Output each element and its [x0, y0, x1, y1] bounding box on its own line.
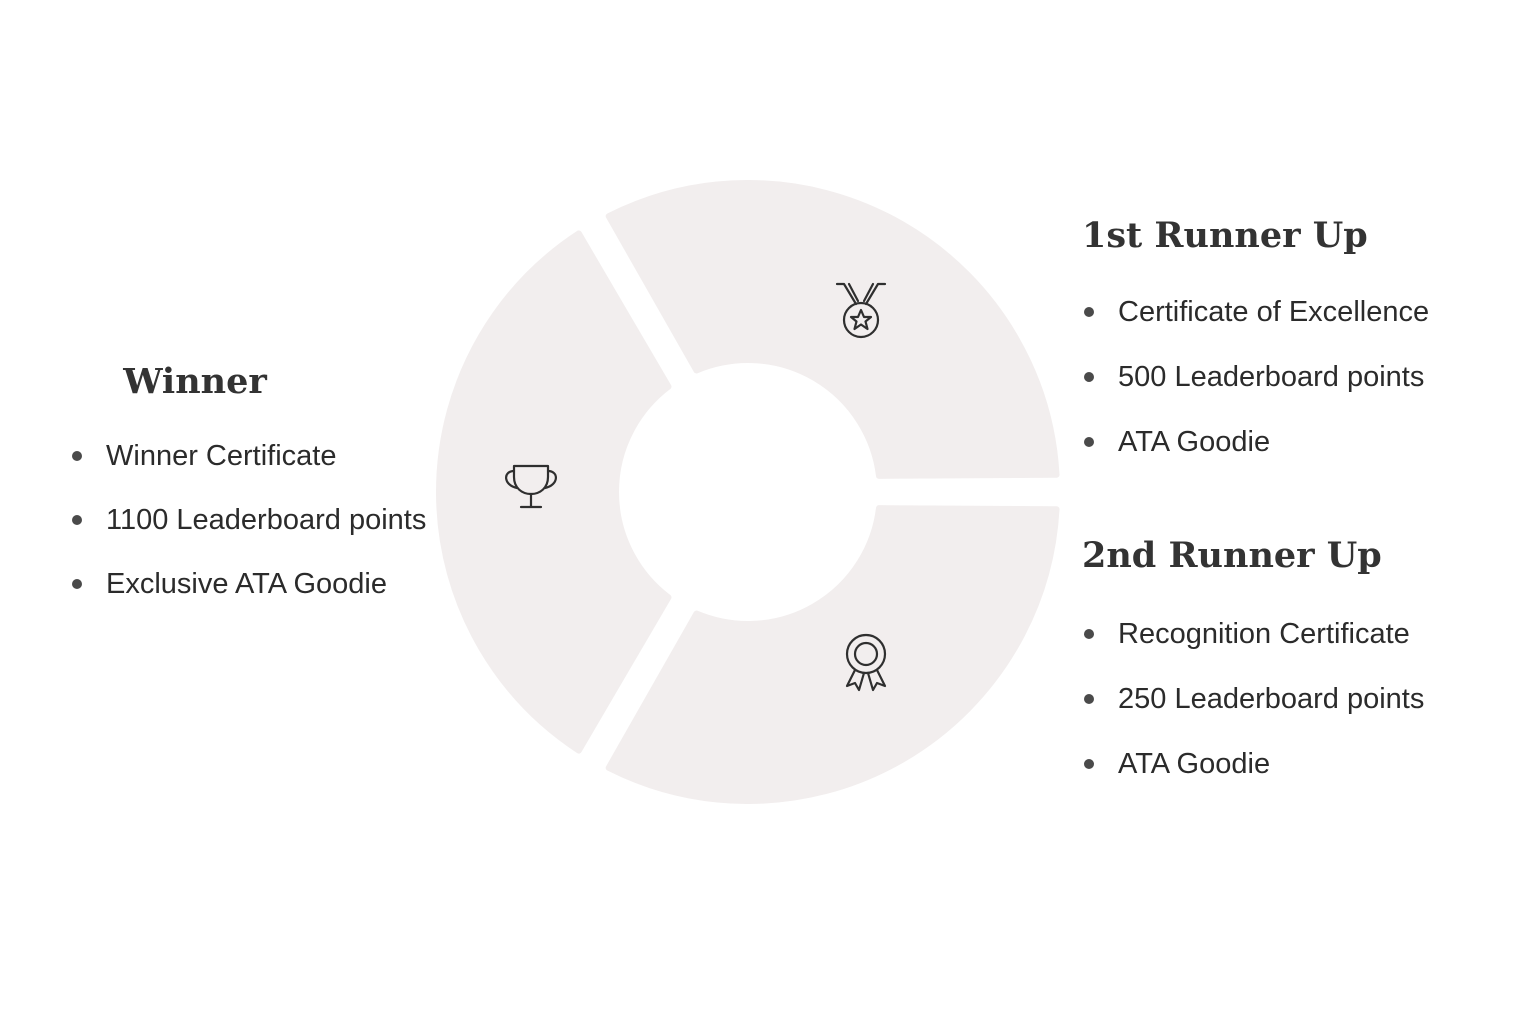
winner-item: Winner Certificate [70, 438, 470, 474]
second-runner-up-title: 2nd Runner Up [1082, 535, 1382, 576]
first-runner-up-block: 1st Runner Up Certificate of Excellence … [1082, 214, 1522, 489]
second-runner-up-block: 2nd Runner Up Recognition Certificate 25… [1082, 534, 1522, 811]
winner-block: Winner Winner Certificate 1100 Leaderboa… [70, 360, 470, 630]
first-runner-up-title: 1st Runner Up [1082, 215, 1368, 256]
first-runner-up-item: ATA Goodie [1082, 424, 1522, 460]
first-runner-up-item: 500 Leaderboard points [1082, 359, 1522, 395]
winner-segment [436, 230, 672, 754]
winner-title: Winner [123, 361, 267, 402]
winner-item: 1100 Leaderboard points [70, 502, 470, 538]
second-runner-up-item: 250 Leaderboard points [1082, 681, 1522, 717]
award-ribbon-icon [845, 633, 887, 692]
second-runner-up-item: ATA Goodie [1082, 746, 1522, 782]
second-runner-up-segment [605, 505, 1060, 804]
second-runner-up-list: Recognition Certificate 250 Leaderboard … [1082, 616, 1522, 782]
first-runner-up-list: Certificate of Excellence 500 Leaderboar… [1082, 294, 1522, 460]
trophy-icon [505, 464, 557, 509]
first-runner-up-segment [605, 180, 1060, 479]
second-runner-up-item: Recognition Certificate [1082, 616, 1522, 652]
winner-item: Exclusive ATA Goodie [70, 566, 470, 602]
first-runner-up-item: Certificate of Excellence [1082, 294, 1522, 330]
winner-list: Winner Certificate 1100 Leaderboard poin… [70, 438, 470, 602]
medal-icon [835, 282, 887, 339]
